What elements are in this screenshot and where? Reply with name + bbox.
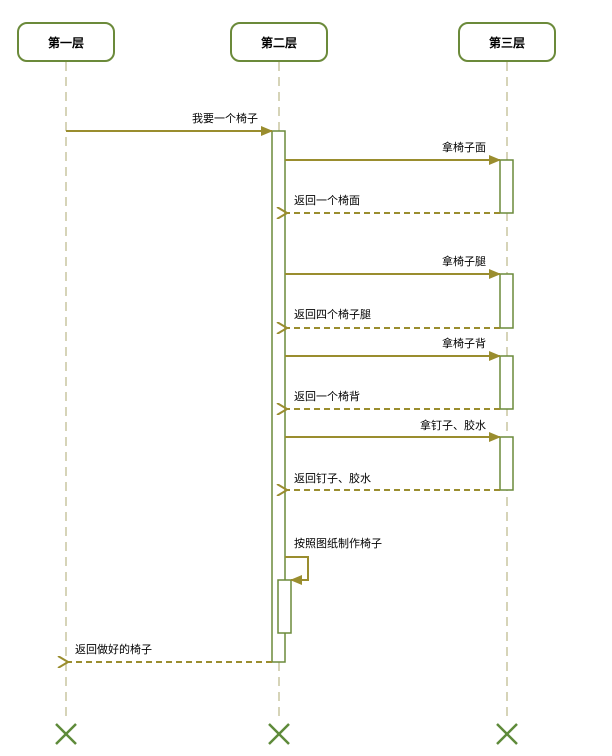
participant-p1: 第一层 [17,22,115,62]
activation-p3-4 [499,436,514,491]
participant-label: 第三层 [489,35,525,50]
message-label: 我要一个椅子 [192,111,258,125]
message-label: 返回做好的椅子 [75,642,152,656]
message-label: 返回一个椅面 [294,193,360,207]
destroy-marker-p2 [268,723,290,745]
participant-label: 第一层 [48,35,84,50]
participant-p3: 第三层 [458,22,556,62]
message-label: 拿椅子背 [442,336,486,350]
message-label: 返回钉子、胶水 [294,471,371,485]
participant-label: 第二层 [261,35,297,50]
activation-p3-3 [499,355,514,410]
message-label: 拿椅子腿 [442,254,486,268]
message-label: 拿椅子面 [442,140,486,154]
message-arrow [285,556,309,585]
message-label: 按照图纸制作椅子 [294,536,382,550]
activation-p3-2 [499,273,514,329]
message-label: 返回一个椅背 [294,389,360,403]
message-label: 返回四个椅子腿 [294,307,371,321]
participant-p2: 第二层 [230,22,328,62]
activation-p2-main [271,130,286,663]
activation-p2-self [277,579,292,634]
message-label: 拿钉子、胶水 [420,418,486,432]
destroy-marker-p3 [496,723,518,745]
destroy-marker-p1 [55,723,77,745]
activation-p3-1 [499,159,514,214]
